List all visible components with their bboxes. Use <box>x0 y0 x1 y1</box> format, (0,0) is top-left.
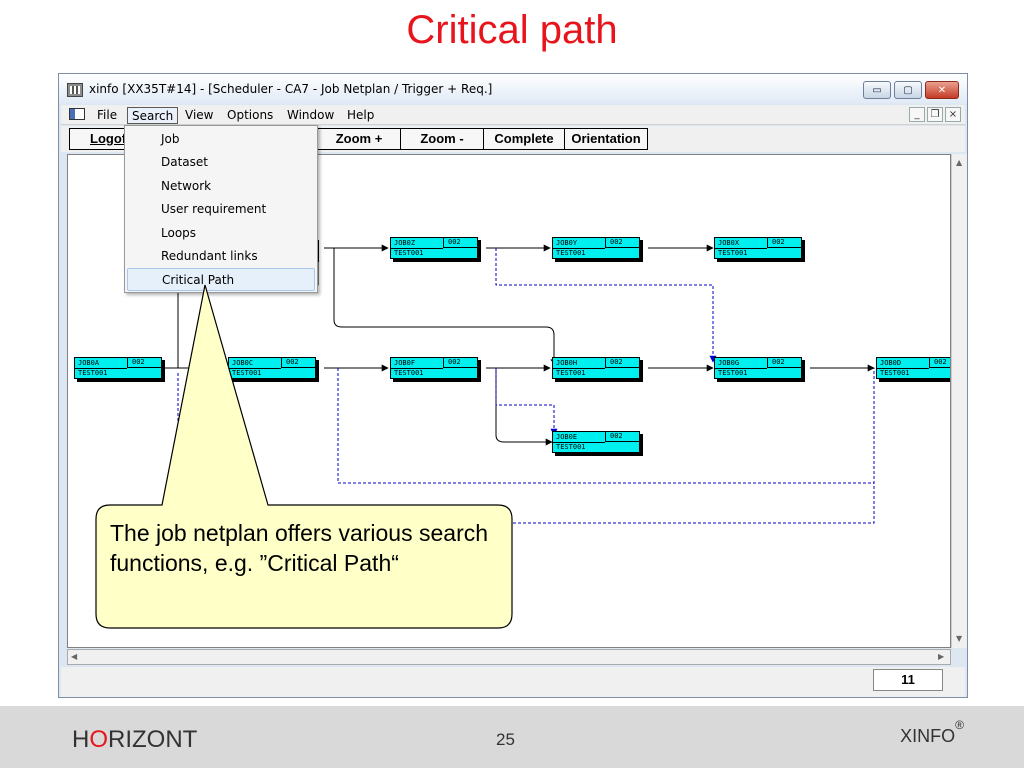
job-group: TEST001 <box>232 369 262 377</box>
job-name: JOB0E <box>556 433 578 441</box>
search-menu-dataset[interactable]: Dataset <box>161 155 208 169</box>
zoom-out-button[interactable]: Zoom - <box>400 128 484 150</box>
orientation-button[interactable]: Orientation <box>564 128 648 150</box>
menu-window[interactable]: Window <box>287 108 335 122</box>
job-name: JOB0G <box>718 359 740 367</box>
job-version: 002 <box>767 358 802 368</box>
slide-footer: HORIZONT 25 XINFO® <box>0 706 1024 768</box>
job-version: 002 <box>605 358 640 368</box>
mdi-restore-button[interactable]: ❐ <box>927 107 943 122</box>
job-name: JOB0Y <box>556 239 578 247</box>
job-version: 002 <box>127 358 162 368</box>
job-name: JOB0Z <box>394 239 416 247</box>
scroll-left-icon[interactable]: ◀ <box>71 652 78 661</box>
app-icon <box>67 83 83 97</box>
job-name: JOB0F <box>394 359 416 367</box>
job-group: TEST001 <box>556 443 586 451</box>
callout-text: The job netplan offers various search fu… <box>110 520 489 576</box>
search-menu-network[interactable]: Network <box>161 179 212 193</box>
job-version: 002 <box>605 432 640 442</box>
mdi-minimize-button[interactable]: _ <box>909 107 925 122</box>
title-bar[interactable]: xinfo [XX35T#14] - [Scheduler - CA7 - Jo… <box>59 74 967 104</box>
job-version: 002 <box>605 238 640 248</box>
job-group: TEST001 <box>394 249 424 257</box>
job-name: JOB0D <box>880 359 902 367</box>
job-name: JOB0C <box>232 359 254 367</box>
search-menu-job[interactable]: Job <box>161 132 180 146</box>
window-title: xinfo [XX35T#14] - [Scheduler - CA7 - Jo… <box>89 82 493 96</box>
search-menu-user-requirement[interactable]: User requirement <box>161 202 267 216</box>
minimize-button[interactable]: ▭ <box>863 81 891 99</box>
job-group: TEST001 <box>718 249 748 257</box>
scroll-down-icon[interactable]: ▼ <box>956 634 963 643</box>
menu-help[interactable]: Help <box>347 108 375 122</box>
search-menu-critical-path[interactable]: Critical Path <box>127 268 315 291</box>
job-group: TEST001 <box>718 369 748 377</box>
job-version: 002 <box>443 238 478 248</box>
scroll-right-icon[interactable]: ▶ <box>938 652 945 661</box>
job-group: TEST001 <box>556 249 586 257</box>
search-menu-redundant-links[interactable]: Redundant links <box>161 249 258 263</box>
job-name: JOB0A <box>78 359 100 367</box>
close-button[interactable]: ✕ <box>925 81 959 99</box>
menu-bar: File Search View Options Window Help _ ❐… <box>61 105 965 125</box>
search-menu-loops[interactable]: Loops <box>161 226 197 240</box>
page-number: 25 <box>496 730 515 749</box>
status-count: 11 <box>873 669 943 691</box>
horizontal-scrollbar[interactable]: ◀ ▶ <box>67 649 951 665</box>
document-icon[interactable] <box>69 108 85 120</box>
job-version: 002 <box>767 238 802 248</box>
product-name: XINFO® <box>900 718 964 746</box>
job-group: TEST001 <box>394 369 424 377</box>
status-bar: 11 <box>61 667 965 697</box>
menu-file[interactable]: File <box>97 108 118 122</box>
job-group: TEST001 <box>556 369 586 377</box>
job-version: 002 <box>281 358 316 368</box>
scroll-up-icon[interactable]: ▲ <box>956 158 963 167</box>
menu-search[interactable]: Search <box>127 107 179 124</box>
job-version: 002 <box>443 358 478 368</box>
menu-view[interactable]: View <box>185 108 214 122</box>
vertical-scrollbar[interactable]: ▲ ▼ <box>951 154 967 648</box>
job-group: TEST001 <box>880 369 910 377</box>
zoom-in-button[interactable]: Zoom + <box>317 128 401 150</box>
menu-options[interactable]: Options <box>227 108 274 122</box>
slide-title: Critical path <box>406 8 618 52</box>
mdi-close-button[interactable]: × <box>945 107 961 122</box>
search-dropdown-menu: Job Dataset Network User requirement Loo… <box>124 125 318 293</box>
brand-logo: HORIZONT <box>72 726 198 753</box>
job-name: JOB0X <box>718 239 740 247</box>
job-name: JOB0H <box>556 359 578 367</box>
job-group: TEST001 <box>78 369 108 377</box>
maximize-button[interactable]: ▢ <box>894 81 922 99</box>
job-version: 002 <box>929 358 950 368</box>
